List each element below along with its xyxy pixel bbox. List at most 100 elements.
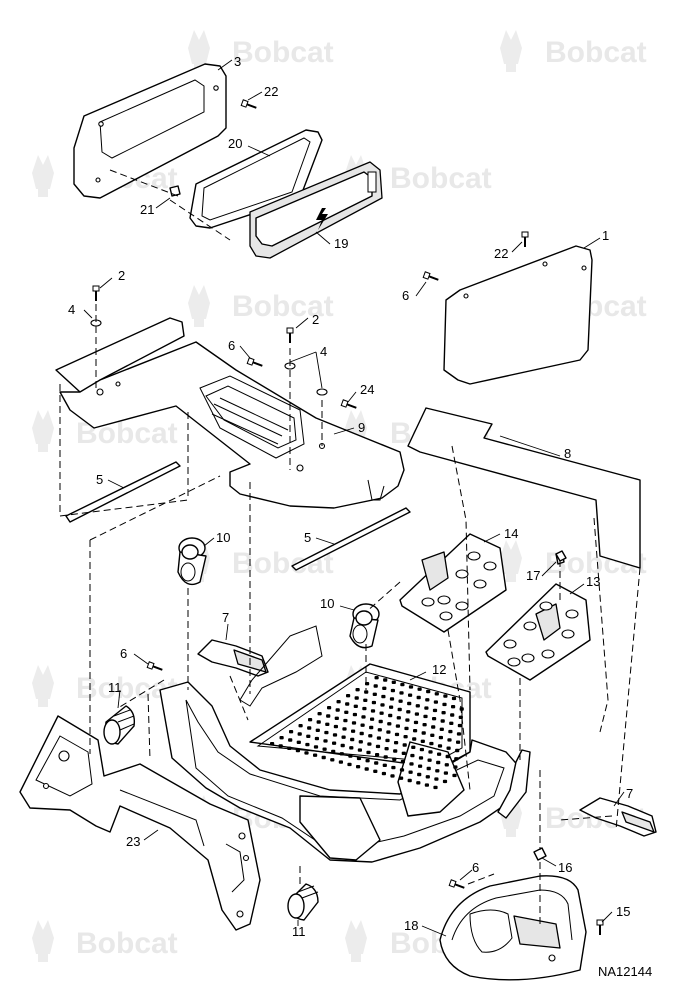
callout-labels: 3 22 20 21 19 1 22 6 2 4 2 6 4 24 9 8 5 … [68, 54, 633, 939]
perforation-hole [402, 743, 407, 747]
perforation-hole [350, 737, 355, 742]
part-12-floor-frame [159, 625, 531, 863]
perforation-hole [433, 700, 438, 704]
part-19-battery-cover [249, 161, 383, 259]
perforation-hole [372, 692, 377, 696]
perforation-hole [420, 739, 425, 743]
perforation-hole [456, 740, 461, 744]
perforation-hole [279, 736, 284, 740]
perforation-hole [340, 743, 345, 748]
perforation-hole [313, 745, 319, 749]
perforation-hole [366, 750, 371, 755]
perforation-hole [349, 746, 354, 750]
callout-5: 5 [304, 530, 311, 545]
callout-2: 2 [118, 268, 125, 283]
perforation-hole [358, 740, 363, 744]
perforation-hole [325, 722, 330, 726]
watermark-text: Bobcat [545, 36, 647, 69]
perforation-hole [404, 726, 409, 731]
part-10-boot [349, 603, 380, 649]
perforation-hole [432, 717, 437, 721]
perforation-hole [384, 747, 389, 751]
bolt-icon [240, 98, 259, 112]
perforation-hole [408, 770, 413, 774]
perforation-hole [389, 705, 394, 709]
perforation-hole [343, 718, 348, 723]
callout-1: 1 [602, 228, 609, 243]
washer-icon [316, 388, 328, 396]
perforation-hole [381, 694, 386, 699]
perforation-hole [397, 707, 402, 712]
part-9-floor-panel [55, 317, 405, 509]
perforation-hole [436, 760, 441, 765]
perforation-hole [339, 752, 344, 756]
perforation-hole [437, 744, 443, 748]
perforation-hole [356, 756, 362, 761]
perforation-hole [418, 764, 423, 768]
perforation-hole [327, 706, 332, 710]
perforation-hole [419, 747, 424, 752]
perforation-hole [403, 735, 408, 739]
perforation-hole [323, 739, 328, 743]
callout-16: 16 [558, 860, 572, 875]
perforation-hole [422, 723, 427, 727]
perforation-hole [368, 734, 373, 738]
perforation-hole [346, 694, 351, 698]
callout-22: 22 [494, 246, 508, 261]
lightning-bolt-icon [316, 208, 328, 230]
perforation-hole [338, 760, 343, 764]
perforation-hole [373, 769, 378, 773]
perforation-hole [390, 688, 395, 693]
perforation-hole [425, 698, 430, 702]
part-10-boot [177, 537, 207, 586]
perforation-hole [407, 701, 412, 706]
perforation-hole [380, 703, 385, 707]
bolt-icon [92, 285, 100, 302]
perforation-hole [315, 728, 320, 732]
perforation-hole [428, 750, 433, 754]
perforation-hole [364, 767, 369, 771]
perforation-hole [441, 711, 446, 715]
perforation-hole [347, 762, 352, 767]
perforation-hole [442, 702, 447, 707]
perforation-hole [330, 758, 335, 762]
perforation-hole [278, 744, 283, 748]
perforation-hole [394, 741, 399, 745]
perforation-hole [452, 773, 457, 778]
perforation-hole [411, 745, 416, 749]
perforation-hole [374, 761, 379, 765]
bolt-icon [146, 660, 165, 674]
perforation-hole [455, 748, 460, 753]
callout-20: 20 [228, 136, 242, 151]
perforation-hole [375, 753, 380, 757]
perforation-hole [375, 744, 381, 749]
perforation-hole [383, 755, 388, 759]
perforation-hole [408, 685, 414, 689]
perforation-hole [392, 757, 397, 761]
perforation-hole [369, 725, 374, 730]
perforation-hole [456, 732, 462, 736]
perforation-hole [442, 779, 448, 784]
perforation-hole [421, 731, 426, 735]
perforation-hole [370, 709, 376, 713]
part-11-boot [287, 883, 319, 921]
perforation-hole [341, 735, 346, 739]
bolt-icon [246, 356, 265, 370]
perforation-hole [353, 704, 358, 708]
watermark-text: Bobcat [232, 36, 334, 69]
callout-10: 10 [320, 596, 334, 611]
bolt-icon [286, 327, 294, 344]
callout-13: 13 [586, 574, 600, 589]
perforation-hole [400, 759, 405, 764]
perforation-hole [399, 691, 404, 695]
perforation-hole [321, 755, 326, 760]
perforation-hole [379, 711, 384, 715]
perforation-hole [418, 756, 424, 760]
perforation-hole [395, 724, 400, 728]
perforation-hole [378, 719, 383, 724]
perforation-hole [314, 736, 319, 741]
watermark-text: Bobcat [76, 672, 178, 705]
perforation-hole [433, 785, 438, 790]
perforation-hole [413, 720, 419, 725]
perforation-hole [385, 738, 390, 743]
